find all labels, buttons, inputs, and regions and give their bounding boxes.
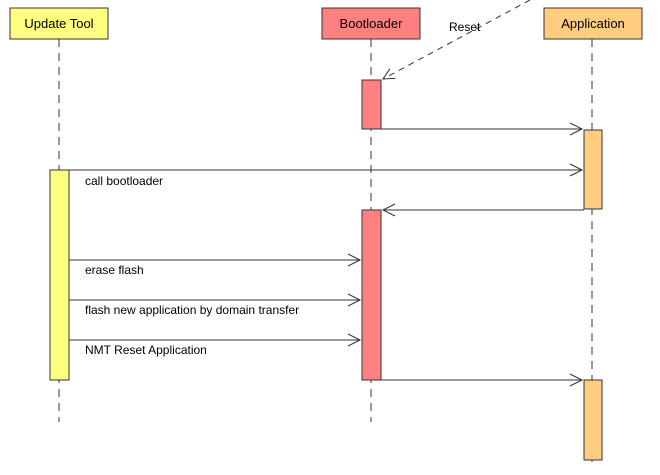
bootloader-to-application-message <box>381 122 584 136</box>
reset-arrow-line <box>382 0 531 80</box>
application-box <box>543 7 643 40</box>
application-label: Application <box>561 16 625 31</box>
application-to-bootloader-message <box>381 203 584 217</box>
reset-message: Reset <box>382 0 531 80</box>
update-tool-label: Update Tool <box>24 16 93 31</box>
reset-arrow-head <box>382 68 396 80</box>
update-tool-participant[interactable]: Update Tool <box>9 7 109 40</box>
application-activation-2 <box>583 379 603 461</box>
bootloader-label: Bootloader <box>340 16 404 31</box>
boot-start-app-head <box>569 373 584 387</box>
call-bootloader-message: call bootloader <box>69 163 584 188</box>
update-tool-activation <box>49 169 70 381</box>
flash-new-app-message: flash new application by domain transfer <box>69 293 362 317</box>
erase-flash-head <box>347 253 362 267</box>
application-activation-1 <box>583 129 603 210</box>
erase-flash-label: erase flash <box>85 263 144 277</box>
erase-flash-message: erase flash <box>69 253 362 277</box>
update-tool-box <box>9 7 109 40</box>
call-bootloader-label: call bootloader <box>85 174 163 188</box>
bootloader-participant[interactable]: Bootloader <box>321 7 421 40</box>
app-to-boot-head <box>381 203 396 217</box>
nmt-reset-message: NMT Reset Application <box>69 333 362 357</box>
bootloader-activation-1 <box>361 79 382 130</box>
nmt-reset-head <box>347 333 362 347</box>
nmt-reset-label: NMT Reset Application <box>85 343 207 357</box>
boot-to-app-head <box>569 122 584 136</box>
bootloader-box <box>321 7 421 40</box>
flash-new-app-label: flash new application by domain transfer <box>85 303 299 317</box>
bootloader-start-application-message <box>381 373 584 387</box>
call-bootloader-head <box>569 163 584 177</box>
reset-label: Reset <box>449 20 481 34</box>
flash-new-app-head <box>347 293 362 307</box>
bootloader-activation-2 <box>361 209 382 381</box>
application-participant[interactable]: Application <box>543 7 643 40</box>
